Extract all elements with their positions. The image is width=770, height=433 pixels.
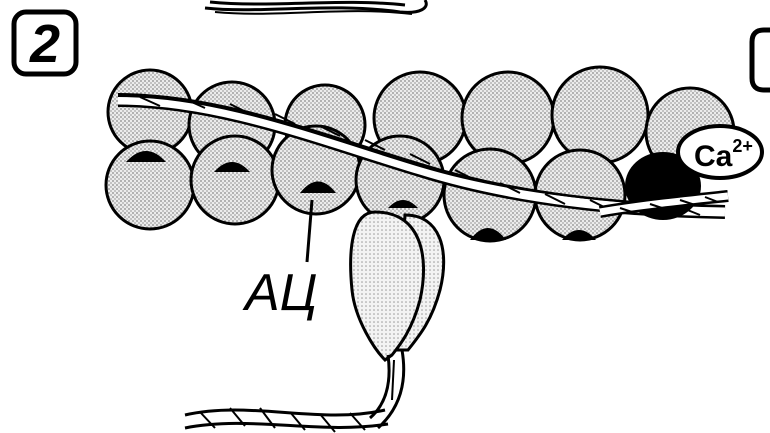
calcium-ion: Ca2+ [678,126,762,178]
panel-number-text: 2 [29,14,60,74]
actin-monomer [191,136,279,224]
myosin-tail-bottom [185,408,388,432]
myosin-head [351,212,444,428]
actin-monomer [552,67,648,163]
active-center-label-text: АЦ [242,264,318,322]
myosin-tail-top [205,0,426,14]
calcium-label: Ca [694,140,733,173]
calcium-charge: 2+ [732,136,753,156]
next-panel-badge [752,30,770,90]
panel-number-badge: 2 [14,12,76,74]
